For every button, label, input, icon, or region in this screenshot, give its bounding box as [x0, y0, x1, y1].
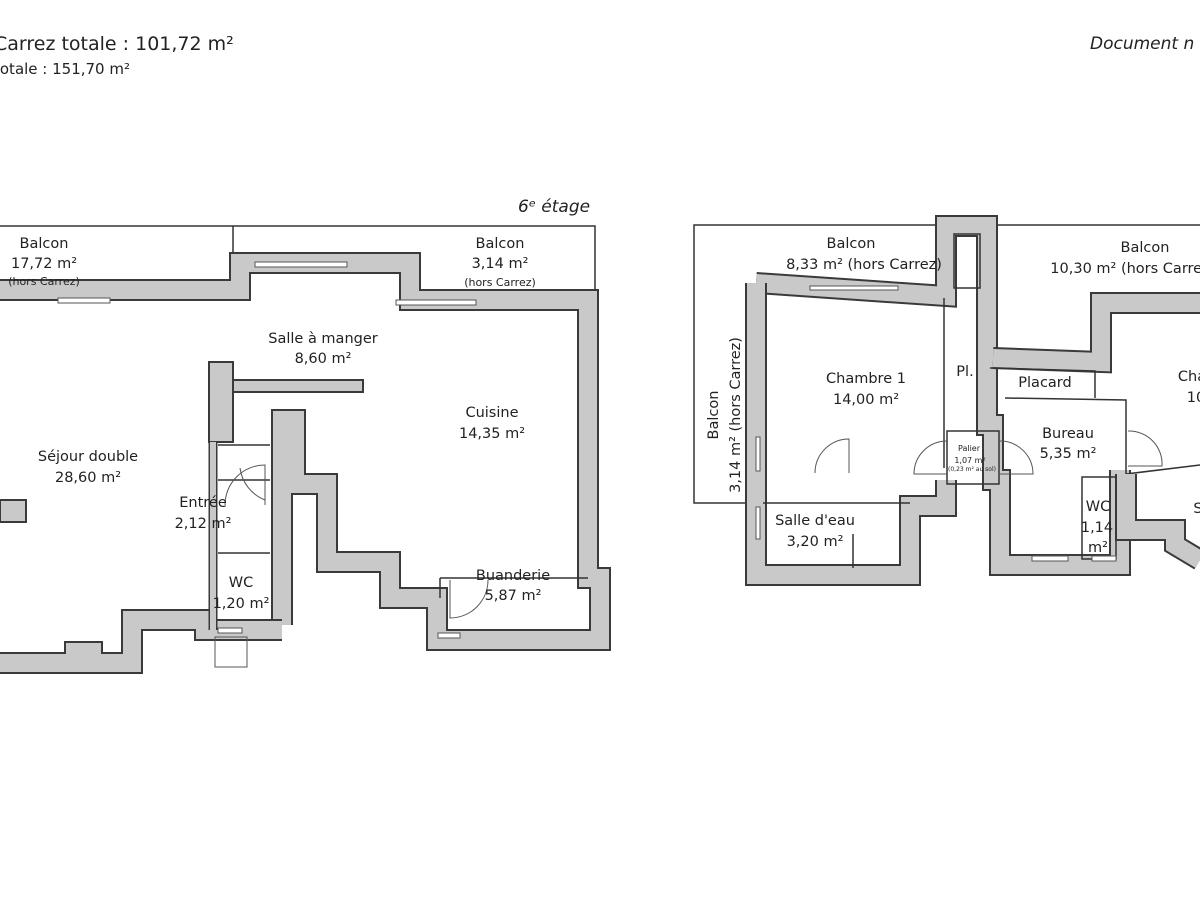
room-wc-2: WC 1,14 m² — [1081, 499, 1113, 556]
room-salle-a-manger: Salle à manger 8,60 m² — [268, 331, 377, 367]
room-s: S — [1193, 501, 1200, 517]
svg-text:Balcon: Balcon — [827, 236, 876, 252]
room-balcon-3: Balcon 8,33 m² (hors Carrez) — [786, 236, 942, 273]
window — [57, 297, 111, 304]
svg-text:Séjour double: Séjour double — [38, 449, 138, 465]
room-entree: Entrée 2,12 m² — [175, 495, 232, 532]
walls-right — [745, 215, 1200, 586]
svg-text:Salle d'eau: Salle d'eau — [775, 513, 855, 529]
svg-text:14,00 m²: 14,00 m² — [833, 392, 899, 408]
svg-text:3,20 m²: 3,20 m² — [787, 534, 844, 550]
door — [814, 438, 850, 474]
window — [395, 299, 477, 306]
svg-text:10: 10 — [1187, 390, 1200, 406]
window — [1031, 555, 1069, 562]
room-chambre-1: Chambre 1 14,00 m² — [826, 371, 906, 408]
svg-text:Entrée: Entrée — [179, 495, 227, 511]
svg-text:10,30 m² (hors Carrez: 10,30 m² (hors Carrez — [1050, 261, 1200, 277]
door — [224, 464, 266, 506]
room-sejour-double: Séjour double 28,60 m² — [38, 449, 138, 486]
window — [755, 506, 761, 540]
svg-text:1,07 m²: 1,07 m² — [954, 456, 985, 465]
svg-text:8,60 m²: 8,60 m² — [295, 351, 352, 367]
room-balcon-2: Balcon 3,14 m² (hors Carrez) — [464, 236, 536, 289]
room-palier: Palier 1,07 m² (0,23 m² au sol) — [948, 444, 996, 473]
room-balcon-5: Balcon 3,14 m² (hors Carrez) — [706, 337, 744, 493]
svg-text:2,12 m²: 2,12 m² — [175, 516, 232, 532]
svg-text:5,87 m²: 5,87 m² — [485, 588, 542, 604]
window — [809, 285, 899, 291]
plan-right: Balcon 8,33 m² (hors Carrez) Balcon 10,3… — [693, 215, 1200, 586]
window — [217, 627, 243, 634]
svg-text:5,35 m²: 5,35 m² — [1040, 446, 1097, 462]
surface-total: totale : 151,70 m² — [0, 60, 130, 78]
room-bureau: Bureau 5,35 m² — [1040, 426, 1097, 462]
svg-text:28,60 m²: 28,60 m² — [55, 470, 121, 486]
door — [998, 440, 1034, 475]
door — [1127, 430, 1163, 467]
svg-text:8,33 m² (hors Carrez): 8,33 m² (hors Carrez) — [786, 257, 942, 273]
svg-text:Bureau: Bureau — [1042, 426, 1094, 442]
svg-text:17,72 m²: 17,72 m² — [11, 256, 77, 272]
svg-text:Chambre 1: Chambre 1 — [826, 371, 906, 387]
svg-text:Balcon: Balcon — [1121, 240, 1170, 256]
svg-text:Salle à manger: Salle à manger — [268, 331, 377, 347]
svg-text:3,14 m² (hors Carrez): 3,14 m² (hors Carrez) — [728, 337, 744, 493]
svg-text:3,14 m²: 3,14 m² — [472, 256, 529, 272]
window — [1091, 555, 1117, 562]
document-note: Document n — [1090, 34, 1195, 54]
plan-left: Balcon 17,72 m² (hors Carrez) Balcon 3,1… — [0, 225, 611, 674]
carrez-total: Carrez totale : 101,72 m² — [0, 33, 234, 55]
svg-text:1,14: 1,14 — [1081, 520, 1113, 536]
svg-text:Palier: Palier — [958, 444, 981, 453]
svg-text:Balcon: Balcon — [20, 236, 69, 252]
room-cuisine: Cuisine 14,35 m² — [459, 405, 525, 442]
window — [437, 632, 461, 639]
window — [755, 436, 761, 472]
svg-text:Cuisine: Cuisine — [465, 405, 518, 421]
svg-text:Cha: Cha — [1178, 369, 1200, 385]
room-balcon-4: Balcon 10,30 m² (hors Carrez — [1050, 240, 1200, 277]
room-salle-d-eau: Salle d'eau 3,20 m² — [775, 513, 855, 550]
room-placard-pl: Pl. — [956, 364, 973, 380]
svg-text:(0,23 m² au sol): (0,23 m² au sol) — [948, 466, 996, 473]
svg-text:(hors Carrez): (hors Carrez) — [464, 276, 536, 289]
walls-left — [0, 252, 611, 674]
svg-text:WC: WC — [229, 575, 253, 591]
room-buanderie: Buanderie 5,87 m² — [476, 568, 550, 604]
svg-text:14,35 m²: 14,35 m² — [459, 426, 525, 442]
svg-text:m²: m² — [1088, 540, 1108, 556]
window — [254, 261, 348, 268]
room-wc: WC 1,20 m² — [213, 575, 270, 612]
svg-text:Balcon: Balcon — [706, 391, 722, 440]
svg-text:(hors Carrez): (hors Carrez) — [8, 275, 80, 288]
svg-text:WC: WC — [1086, 499, 1110, 515]
svg-text:Buanderie: Buanderie — [476, 568, 550, 584]
balcony-railing — [0, 225, 596, 300]
room-chambre-2: Cha 10 — [1178, 369, 1200, 406]
svg-text:1,20 m²: 1,20 m² — [213, 596, 270, 612]
room-balcon-1: Balcon 17,72 m² (hors Carrez) — [8, 236, 80, 288]
door — [449, 579, 489, 619]
floor-label: 6ᵉ étage — [518, 197, 591, 217]
room-placard: Placard — [1018, 375, 1071, 391]
door — [913, 440, 948, 475]
svg-text:Balcon: Balcon — [476, 236, 525, 252]
door — [239, 467, 266, 501]
